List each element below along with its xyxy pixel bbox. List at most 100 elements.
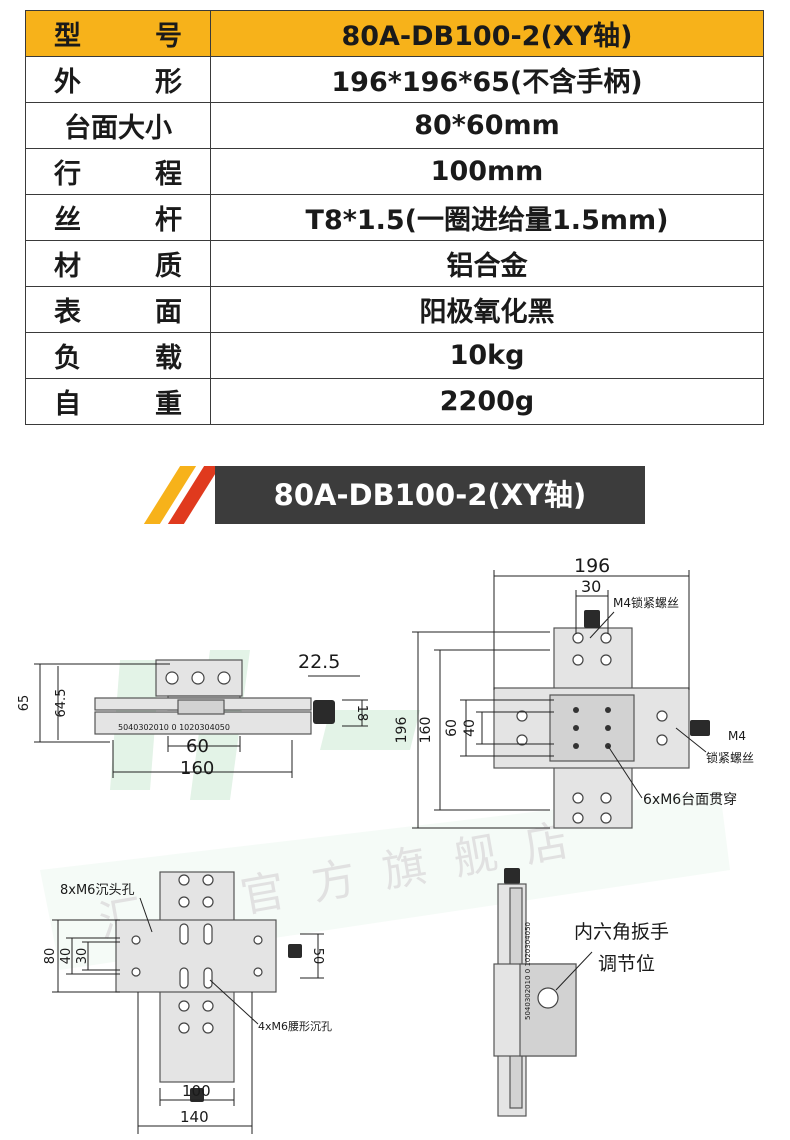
label-char: 重: [155, 389, 182, 420]
spec-label-cell: 行程: [25, 148, 211, 195]
top-dim-30: 30: [581, 577, 601, 596]
adjust-position-label: 调节位: [598, 953, 655, 975]
label-char: 面: [155, 297, 182, 328]
top-dim-40: 40: [462, 719, 478, 737]
side-dim-18: 18: [354, 705, 369, 722]
bottom-hole: [202, 896, 214, 908]
bottom-hole: [178, 896, 190, 908]
label-char: 负: [54, 343, 81, 374]
spec-value: 100mm: [210, 148, 764, 195]
spec-header-label-text: 型号: [26, 14, 210, 53]
side-dim-160: 160: [180, 758, 214, 779]
top-hole: [572, 812, 584, 824]
label-char: 号: [155, 21, 182, 52]
bottom-hole: [253, 935, 263, 945]
spec-row: 自重 2200g: [25, 378, 764, 425]
end-scale: 5040302010 0 1020304050: [524, 922, 532, 1020]
side-hole: [217, 671, 231, 685]
bottom-dim-100: 100: [182, 1082, 211, 1100]
label-char: 自: [54, 389, 81, 420]
top-dim-196: 196: [574, 555, 610, 577]
spec-table: 型号 80A-DB100-2(XY轴) 外形 196*196*65(不含手柄) …: [25, 10, 764, 425]
spec-label-cell: 外形: [25, 56, 211, 103]
side-scale: 5040302010 0 1020304050: [118, 723, 230, 732]
bottom-hole: [178, 1000, 190, 1012]
bottom-view: 8xM6沉头孔 4xM6腰形沉孔 80 40 30 50 100 140: [43, 871, 332, 1134]
bottom-dim-40: 40: [59, 948, 74, 965]
hex-wrench-label: 内六角扳手: [574, 921, 669, 943]
bottom-slot: [179, 923, 189, 945]
top-hole: [600, 812, 612, 824]
label-char: 载: [155, 343, 182, 374]
spec-header-value: 80A-DB100-2(XY轴): [210, 10, 764, 57]
technical-drawing: 汇科官方旗舰店 5040302010 0 1020304050 65 64.5 …: [17, 555, 754, 1134]
bottom-dim-140: 140: [180, 1108, 209, 1126]
bottom-hole: [131, 935, 141, 945]
spec-header-label: 型号: [25, 10, 211, 57]
m4-lock-right-label: 锁紧螺丝: [706, 750, 754, 765]
spec-label-cell: 表面: [25, 286, 211, 333]
top-hole: [516, 710, 528, 722]
bottom-knob-icon: [190, 1088, 204, 1102]
side-view: 5040302010 0 1020304050 65 64.5 22.5 18 …: [17, 651, 369, 779]
spec-label-cell: 自重: [25, 378, 211, 425]
top-hole: [572, 654, 584, 666]
spec-label: 负载: [26, 336, 210, 375]
slot-counterbore-label: 4xM6腰形沉孔: [258, 1020, 332, 1033]
spec-header-row: 型号 80A-DB100-2(XY轴): [25, 10, 764, 57]
hex-wrench-hole-icon: [537, 987, 559, 1009]
side-hole: [191, 671, 205, 685]
bottom-dim-30: 30: [75, 948, 90, 965]
bottom-dim-50: 50: [310, 948, 325, 965]
top-table: [549, 694, 635, 762]
bottom-horizontal-rail: [115, 919, 277, 993]
end-view: 5040302010 0 1020304050 内六角扳手 调节位: [493, 868, 669, 1117]
banner-title: 80A-DB100-2(XY轴): [273, 478, 587, 512]
top-mount-dot: [605, 725, 611, 731]
spec-value: 铝合金: [210, 240, 764, 287]
label-char: 外: [54, 67, 81, 98]
top-hole: [572, 792, 584, 804]
spec-row: 外形 196*196*65(不含手柄): [25, 56, 764, 103]
top-view: 196 30 M4锁紧螺丝 196 160 60 40 M4 锁紧螺丝 6xM6…: [394, 555, 754, 829]
label-char: 丝: [54, 205, 81, 236]
spec-value: 阳极氧化黑: [210, 286, 764, 333]
end-knob-icon: [504, 868, 520, 884]
bottom-slot: [203, 923, 213, 945]
top-hole: [656, 734, 668, 746]
side-dim-64-5: 64.5: [54, 689, 69, 718]
banner-background: [215, 466, 645, 524]
side-hole: [165, 671, 179, 685]
spec-value: 196*196*65(不含手柄): [210, 56, 764, 103]
bottom-right-knob-icon: [288, 944, 302, 958]
bottom-hole: [202, 1022, 214, 1034]
spec-row: 负载 10kg: [25, 332, 764, 379]
spec-value: 10kg: [210, 332, 764, 379]
top-dim-196-vertical: 196: [394, 717, 410, 744]
label-char: 质: [155, 251, 182, 282]
label-char: 表: [54, 297, 81, 328]
bottom-slot: [179, 967, 189, 989]
label-char: 形: [155, 67, 182, 98]
top-hole: [572, 632, 584, 644]
top-hole: [600, 632, 612, 644]
top-hole: [516, 734, 528, 746]
title-banner: 80A-DB100-2(XY轴): [140, 466, 650, 524]
bottom-hole: [178, 1022, 190, 1034]
spec-label: 外形: [26, 60, 210, 99]
spec-row: 表面 阳极氧化黑: [25, 286, 764, 333]
top-mount-dot: [573, 743, 579, 749]
m4-right-label: M4: [728, 729, 746, 743]
side-knob-icon: [313, 700, 335, 724]
top-dim-60: 60: [444, 719, 460, 737]
bottom-hole: [131, 967, 141, 977]
label-char: 材: [54, 251, 81, 282]
spec-label: 丝杆: [26, 198, 210, 237]
side-dim-65: 65: [17, 695, 32, 712]
spec-row: 材 质 铝合金: [25, 240, 764, 287]
label-char: 型: [54, 21, 81, 52]
label-char: 杆: [155, 205, 182, 236]
bottom-dim-80: 80: [43, 948, 58, 965]
spec-row: 丝杆 T8*1.5(一圈进给量1.5mm): [25, 194, 764, 241]
bottom-hole: [202, 874, 214, 886]
